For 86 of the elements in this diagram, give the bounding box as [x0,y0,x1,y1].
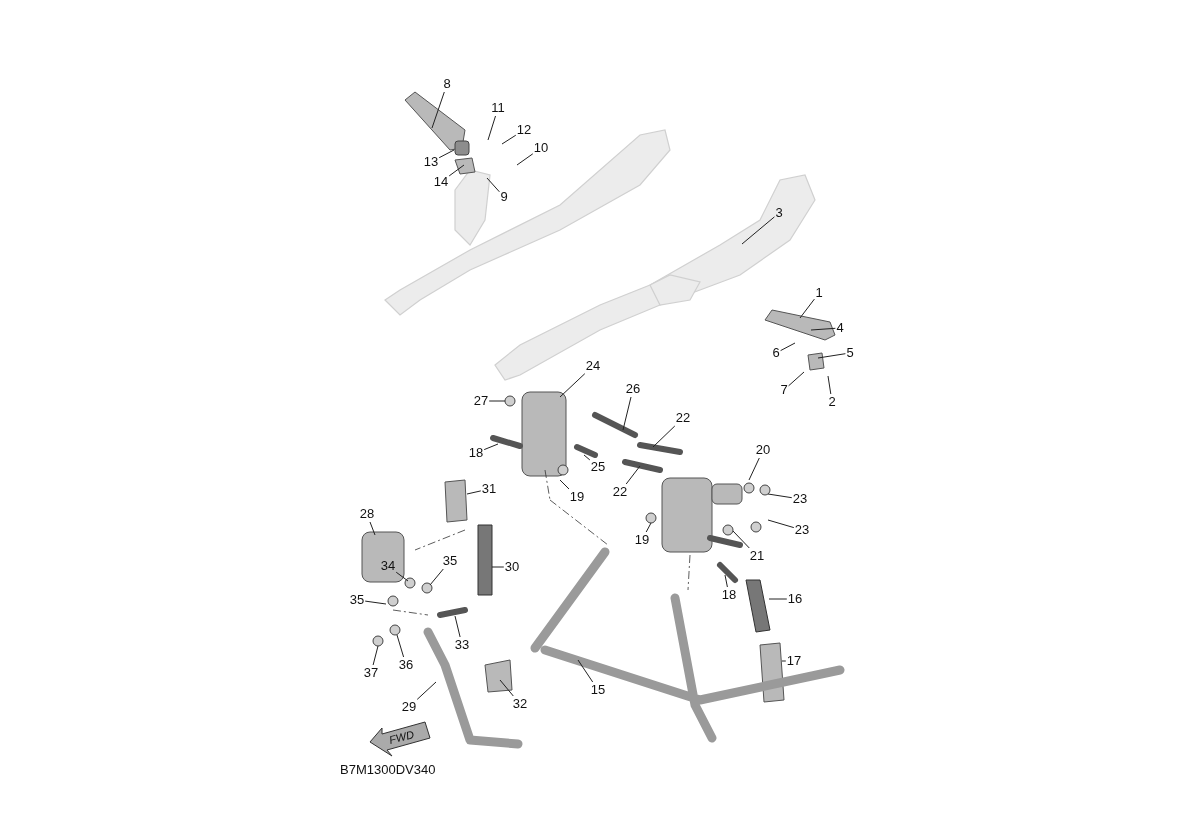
leader-line [817,353,846,359]
callout-number: 10 [533,141,549,155]
callout-number: 3 [775,206,783,220]
callout-number: 9 [500,190,508,204]
callout-number: 19 [634,533,650,547]
callout-number: 20 [755,443,771,457]
callout-number: 1 [815,286,823,300]
callout-number: 19 [569,490,585,504]
callout-number: 22 [675,411,691,425]
callout-number: 14 [433,175,449,189]
leader-line [438,149,455,159]
callout-number: 17 [786,654,802,668]
leader-line [395,571,409,582]
callout-number: 2 [828,395,836,409]
leader-line [487,115,496,141]
leader-line [577,659,594,683]
leader-line [781,660,787,662]
callout-number: 29 [401,700,417,714]
leader-line [652,425,676,448]
leader-line [488,400,506,402]
callout-number: 22 [612,485,628,499]
leader-line [448,164,465,177]
direction-label: FWD [387,728,416,746]
leader-line [741,216,775,245]
leader-line [767,493,793,499]
callout-number: 27 [473,394,489,408]
leader-line [364,600,387,605]
callout-number: 35 [349,593,365,607]
leader-line [645,522,652,533]
leader-line [559,373,586,398]
callout-number: 6 [772,346,780,360]
leader-line [559,479,570,490]
callout-number: 25 [590,460,606,474]
leader-line [491,566,505,568]
leader-line [486,177,500,193]
leader-line [396,634,405,658]
callout-number: 21 [749,549,765,563]
callout-number: 36 [398,658,414,672]
leader-line [499,679,514,697]
callout-number: 33 [454,638,470,652]
leader-line [768,598,788,600]
callout-number: 11 [491,101,505,115]
leader-line [483,443,499,451]
leader-line [724,574,728,588]
leader-line [827,375,832,395]
leader-line [625,465,641,485]
drawing-code: B7M1300DV340 [340,762,436,777]
leader-line [516,153,534,166]
leader-line [810,327,836,331]
callout-number: 24 [585,359,601,373]
leader-line [429,568,444,586]
leader-line [748,457,760,481]
callout-number: 16 [787,592,803,606]
callout-number: 23 [794,523,810,537]
leader-line [372,645,379,666]
callout-number: 32 [512,697,528,711]
leader-line [799,298,815,319]
callout-number: 12 [516,123,532,137]
callout-number: 7 [780,383,788,397]
callout-number: 28 [359,507,375,521]
leader-line [622,396,632,431]
leader-line [454,615,461,638]
callout-number: 18 [468,446,484,460]
callout-number: 37 [363,666,379,680]
callout-number: 8 [443,77,451,91]
callout-number: 4 [836,321,844,335]
leader-line [780,342,796,352]
leader-line [369,521,376,536]
leader-line [431,91,445,129]
callout-number: 31 [481,482,497,496]
leader-line [583,454,591,461]
leader-line [466,490,482,495]
callout-number: 18 [721,588,737,602]
callout-number: 15 [590,683,606,697]
leader-line [788,371,805,387]
callout-number: 34 [380,559,396,573]
leader-line [416,681,437,700]
leader-line [732,530,750,549]
leader-line [501,134,517,145]
callout-number: 13 [423,155,439,169]
callout-number: 26 [625,382,641,396]
callout-number: 5 [846,346,854,360]
leader-line [767,519,795,529]
callout-number: 23 [792,492,808,506]
callout-number: 30 [504,560,520,574]
callout-number: 35 [442,554,458,568]
